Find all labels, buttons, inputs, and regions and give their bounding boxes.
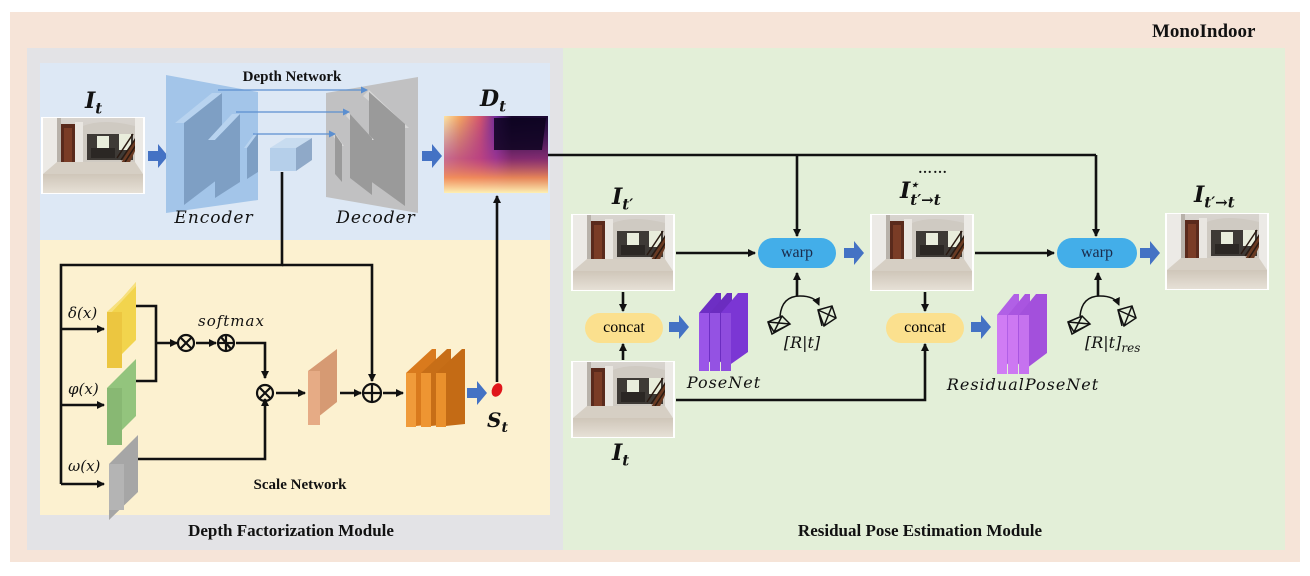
source-image-subscript: t′ [622, 195, 634, 214]
target-image-subscript: t [622, 451, 630, 470]
intermediate-image-label: I⋆t′→t [900, 178, 941, 209]
multiply-op-2 [255, 383, 275, 403]
encoder-block [166, 75, 258, 213]
block-arrow-to-scale [467, 381, 487, 405]
intermediate-image [870, 214, 974, 291]
depth-dt-subscript: t [499, 97, 507, 116]
warp-label-2: warp [1081, 244, 1113, 261]
ellipsis-label: …… [918, 162, 948, 177]
bottleneck-feature [270, 138, 312, 171]
softmax-op [216, 333, 236, 353]
concat-node-1 [585, 313, 663, 343]
scale-st-label: St [487, 408, 508, 436]
input-it-symbol: I [85, 88, 96, 114]
posenet-block [699, 293, 748, 371]
source-image-label: It′ [612, 184, 633, 213]
concat-label-1: concat [603, 319, 645, 336]
camera-pose-icon-2 [1066, 295, 1137, 336]
target-image-symbol: I [612, 440, 623, 466]
residual-pose-label: [R|t]res [1085, 333, 1140, 355]
skip-connections [218, 86, 368, 138]
camera-pose-icon-1 [766, 295, 837, 336]
residual-pose-symbol: [R|t] [1085, 333, 1122, 352]
depth-map-dt [444, 116, 548, 193]
final-image-label: It′→t [1194, 182, 1235, 211]
block-arrow-to-depth [422, 144, 442, 168]
warp-node-1 [758, 238, 836, 268]
scale-st-symbol: S [487, 408, 502, 432]
omega-block [109, 435, 138, 520]
warp-label-1: warp [781, 244, 813, 261]
multiply-op-1 [176, 333, 196, 353]
final-image-symbol: I [1194, 182, 1205, 208]
source-image-it-prime [571, 214, 675, 291]
concat-node-2 [886, 313, 964, 343]
scale-output-dot [491, 383, 503, 397]
block-arrow-to-posenet [669, 315, 689, 339]
depth-network-label: Depth Network [242, 69, 342, 85]
block-arrow-warp2-out [1140, 241, 1160, 265]
scale-network-label: Scale Network [253, 477, 347, 493]
phi-branch-label: φ(x) [68, 380, 99, 398]
phi-block [107, 359, 136, 445]
residual-pose-subscript: res [1121, 341, 1141, 356]
intermediate-image-subscript: t′→t [910, 191, 941, 209]
final-warped-image [1165, 213, 1269, 290]
softmax-label: softmax [198, 312, 265, 330]
depth-dt-label: Dt [480, 86, 506, 115]
concat-label-2: concat [904, 319, 946, 336]
decoder-label: Decoder [336, 208, 416, 228]
source-image-symbol: I [612, 184, 623, 210]
target-image-label: It [612, 440, 629, 469]
posenet-label: PoseNet [686, 373, 762, 392]
residual-pose-module-label: Residual Pose Estimation Module [797, 521, 1043, 540]
block-arrow-warp1-out [844, 241, 864, 265]
diagram-title: MonoIndoor [1152, 21, 1256, 42]
decoder-block [326, 77, 418, 213]
pose-label: [R|t] [783, 333, 821, 352]
add-op [361, 382, 383, 404]
fusion-block [308, 349, 337, 425]
residual-posenet-block [997, 294, 1047, 374]
pose-module-wiring [548, 153, 1102, 402]
scale-st-subscript: t [501, 420, 508, 436]
encoder-label: Encoder [174, 208, 254, 228]
residual-posenet-label: ResidualPoseNet [946, 375, 1100, 394]
intermediate-image-superscript: ⋆ [910, 178, 919, 193]
input-it-subscript: t [95, 99, 103, 118]
scale-conv-stack [406, 349, 465, 427]
target-image-it [571, 361, 675, 438]
input-image-it [41, 117, 145, 194]
depth-factorization-module-label: Depth Factorization Module [188, 521, 394, 540]
delta-block [107, 282, 136, 368]
depth-dt-symbol: D [480, 86, 500, 112]
warp-node-2 [1057, 238, 1137, 268]
final-image-subscript: t′→t [1204, 193, 1235, 212]
omega-branch-label: ω(x) [68, 457, 101, 475]
delta-branch-label: δ(x) [68, 304, 98, 322]
block-arrow-to-residual-posenet [971, 315, 991, 339]
scale-network-wiring [59, 172, 501, 488]
intermediate-image-symbol: I [900, 178, 911, 204]
input-it-label: It [85, 88, 102, 117]
block-arrow-to-encoder [148, 144, 168, 168]
